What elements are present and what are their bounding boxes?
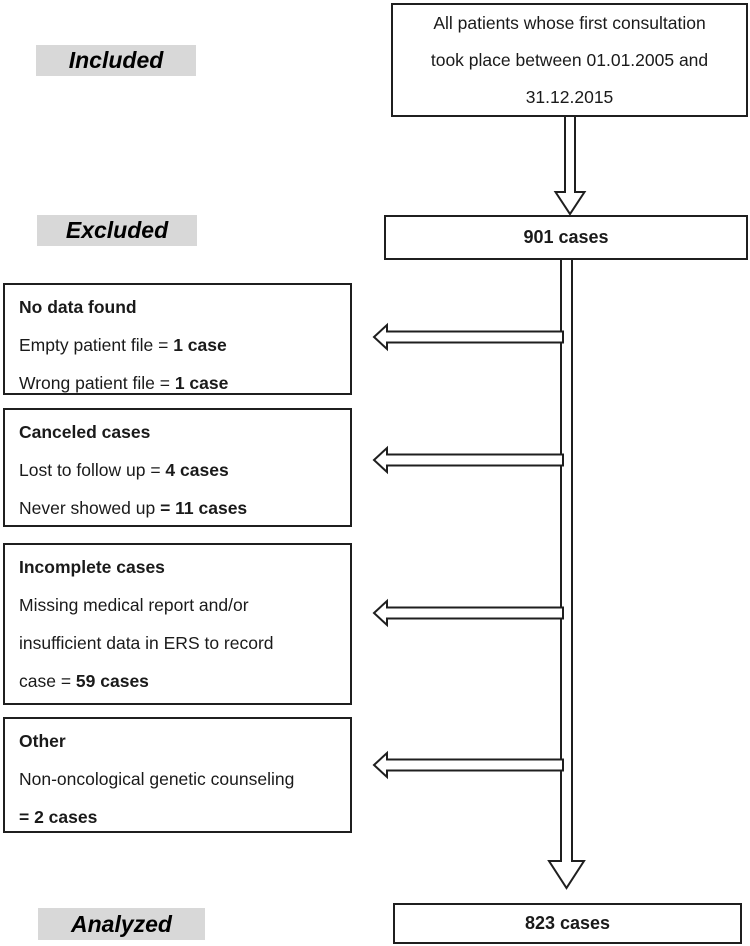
exclusion-title: No data found xyxy=(19,297,137,317)
stage-label-excluded: Excluded xyxy=(37,215,197,246)
exclusion-line: Empty patient file = 1 case xyxy=(19,326,336,364)
stage-label-analyzed: Analyzed xyxy=(38,908,205,940)
exclusion-line: Wrong patient file = 1 case xyxy=(19,364,336,402)
line-count: = 11 cases xyxy=(160,498,248,518)
line-count: 1 case xyxy=(173,335,227,355)
line-text: Wrong patient file = xyxy=(19,373,175,393)
exclusion-title: Canceled cases xyxy=(19,422,151,442)
exclusion-line: Non-oncological genetic counseling xyxy=(19,760,336,798)
source-population-line1: All patients whose first consultation xyxy=(433,12,706,33)
left-arrow-4-icon xyxy=(372,750,564,780)
exclusion-line: = 2 cases xyxy=(19,798,336,836)
stage-label-included: Included xyxy=(36,45,196,76)
line-text: Missing medical report and/or xyxy=(19,595,249,615)
analyzed-count-label: 823 cases xyxy=(524,913,611,933)
source-population-line3: 31.12.2015 xyxy=(525,86,614,107)
exclusion-box-incomplete-cases: Incomplete cases Missing medical report … xyxy=(3,543,352,705)
exclusion-title: Incomplete cases xyxy=(19,557,165,577)
line-count: = 2 cases xyxy=(19,807,98,827)
exclusion-line: Never showed up = 11 cases xyxy=(19,489,336,527)
left-arrow-2-icon xyxy=(372,445,564,475)
exclusion-line: case = 59 cases xyxy=(19,662,336,700)
source-population-line2: took place between 01.01.2005 and xyxy=(430,49,709,70)
line-text: Never showed up xyxy=(19,498,161,518)
exclusion-line: insufficient data in ERS to record xyxy=(19,624,336,662)
line-text: case = xyxy=(19,671,76,691)
down-arrow-main-icon xyxy=(547,258,586,890)
exclusion-line: Lost to follow up = 4 cases xyxy=(19,451,336,489)
exclusion-box-other: Other Non-oncological genetic counseling… xyxy=(3,717,352,833)
exclusion-box-canceled-cases: Canceled cases Lost to follow up = 4 cas… xyxy=(3,408,352,527)
down-arrow-top-icon xyxy=(553,115,587,216)
line-text: Non-oncological genetic counseling xyxy=(19,769,295,789)
left-arrow-1-icon xyxy=(372,322,564,352)
line-text: Lost to follow up = xyxy=(19,460,166,480)
analyzed-count-box: 823 cases xyxy=(393,903,742,944)
left-arrow-3-icon xyxy=(372,598,564,628)
exclusion-title: Other xyxy=(19,731,66,751)
line-text: insufficient data in ERS to record xyxy=(19,633,274,653)
line-count: 1 case xyxy=(174,373,229,393)
exclusion-box-no-data-found: No data found Empty patient file = 1 cas… xyxy=(3,283,352,395)
line-count: 59 cases xyxy=(75,671,149,691)
source-population-box: All patients whose first consultation to… xyxy=(391,3,748,117)
exclusion-line: Missing medical report and/or xyxy=(19,586,336,624)
excluded-count-label: 901 cases xyxy=(523,227,609,247)
line-text: Empty patient file = xyxy=(19,335,174,355)
excluded-count-box: 901 cases xyxy=(384,215,748,260)
line-count: 4 cases xyxy=(165,460,229,480)
